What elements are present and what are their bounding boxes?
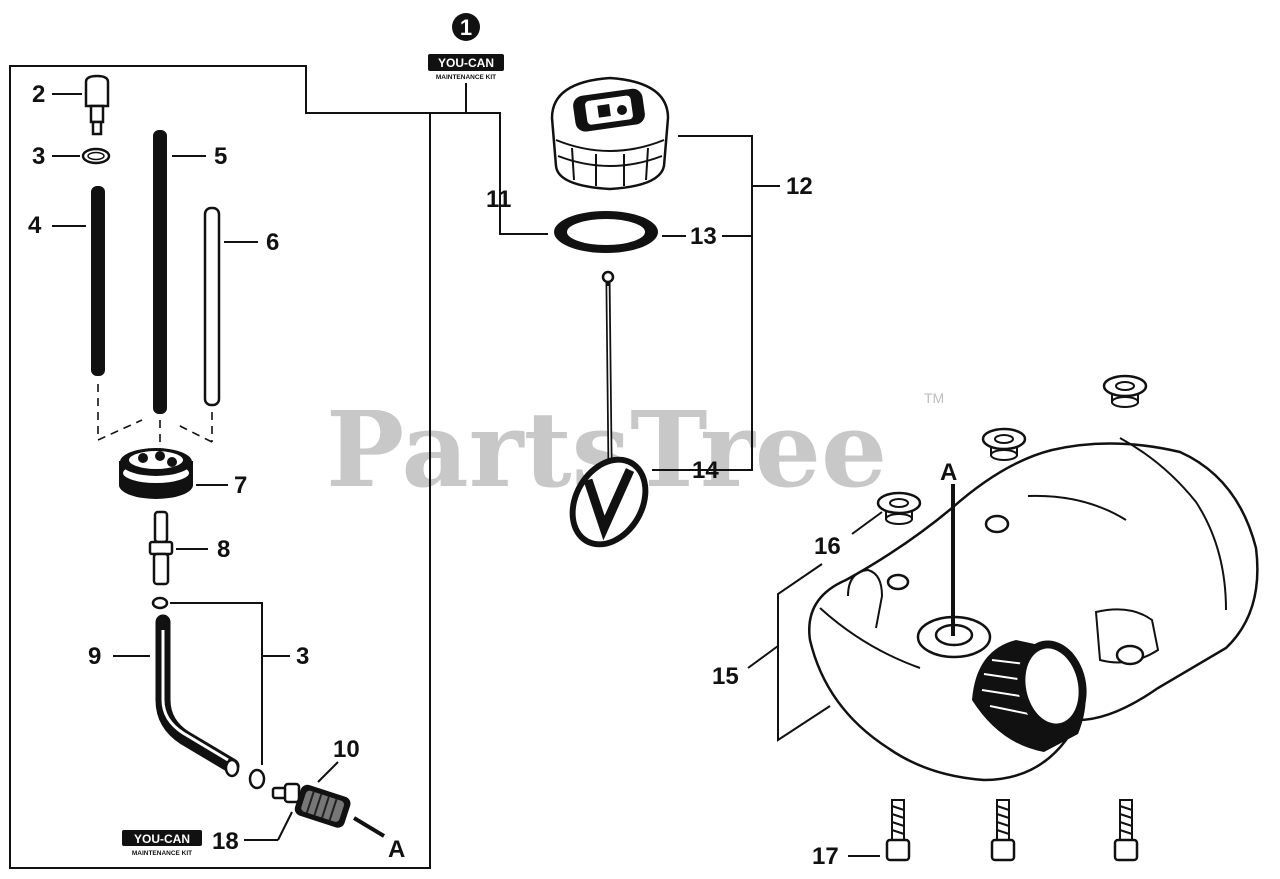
kit-logo-bottom: YOU-CAN MAINTENANCE KIT	[122, 830, 202, 857]
part-8-fitting	[148, 510, 208, 586]
label-11: 11	[486, 186, 511, 213]
kit-callout-top: 1 YOU-CAN MAINTENANCE KIT	[428, 13, 548, 235]
label-7: 7	[234, 472, 247, 499]
bracket-12	[652, 135, 753, 471]
label-9: 9	[88, 643, 101, 670]
part-16-grommets	[851, 374, 1148, 535]
part-3-lower-orings	[151, 596, 290, 790]
part-17-screws	[848, 799, 1139, 862]
kit-logo-top	[428, 54, 504, 71]
kit-logo-subtitle: MAINTENANCE KIT	[436, 74, 496, 81]
grommet-connector-lines	[97, 384, 213, 450]
part-5-fuel-line	[153, 130, 206, 414]
part-3-oring	[52, 147, 111, 165]
part-10-fuel-filter	[244, 761, 386, 841]
ref-a-tank: A	[940, 459, 957, 486]
label-15: 15	[712, 663, 739, 690]
label-3-top: 3	[32, 143, 45, 170]
kit-callout-badge	[452, 13, 480, 41]
leader-15	[747, 645, 779, 669]
part-4-fuel-line	[52, 186, 105, 376]
label-4: 4	[28, 212, 42, 239]
kit-logo-bottom-subtitle: MAINTENANCE KIT	[132, 850, 192, 857]
label-3-bottom: 3	[296, 643, 309, 670]
leader-11	[430, 112, 548, 235]
label-16: 16	[814, 533, 841, 560]
bracket-15	[777, 563, 831, 742]
label-14: 14	[692, 457, 719, 484]
label-10: 10	[333, 736, 360, 763]
label-8: 8	[217, 536, 230, 563]
label-18: 18	[212, 828, 239, 855]
label-12: 12	[786, 173, 813, 200]
ref-a-filter: A	[388, 836, 405, 863]
label-2: 2	[32, 81, 45, 108]
part-6-vent-tube	[203, 206, 258, 407]
kit-callout-number: 1	[460, 15, 472, 40]
label-5: 5	[214, 143, 227, 170]
part-13-cap-gasket	[554, 211, 752, 253]
label-17: 17	[812, 843, 839, 870]
part-9-fuel-hose	[113, 614, 240, 778]
part-7-grommet	[119, 448, 228, 499]
part-2-fitting	[52, 74, 110, 136]
label-6: 6	[266, 229, 279, 256]
part-15-fuel-tank	[808, 437, 1259, 782]
watermark-trademark: TM	[924, 390, 944, 406]
kit-logo-brand: YOU-CAN	[438, 56, 494, 70]
kit-logo-bottom-brand: YOU-CAN	[134, 832, 190, 846]
part-14-cap-tether	[569, 270, 688, 548]
label-13: 13	[690, 223, 717, 250]
part-12-fuel-cap	[550, 76, 670, 191]
